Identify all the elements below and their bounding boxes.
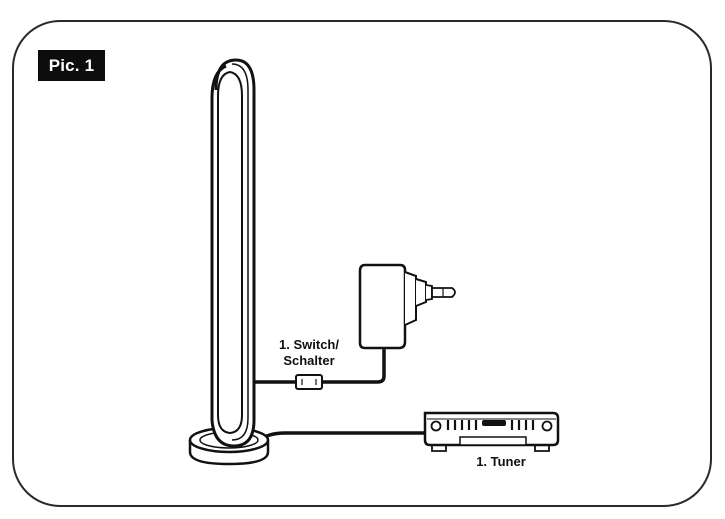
antenna-cable-lower [256,431,425,443]
power-cable [320,348,386,384]
switch-label: 1. Switch/ Schalter [272,337,346,369]
switch-label-line2: Schalter [283,353,335,368]
power-adapter [358,263,456,350]
inline-switch [295,374,323,390]
tuner-label: 1. Tuner [476,454,526,469]
switch-label-line1: 1. Switch/ [279,337,339,352]
tuner-device [423,411,560,452]
figure-label-badge: Pic. 1 [38,50,105,81]
figure-frame [12,20,712,507]
antenna-body [210,58,256,448]
